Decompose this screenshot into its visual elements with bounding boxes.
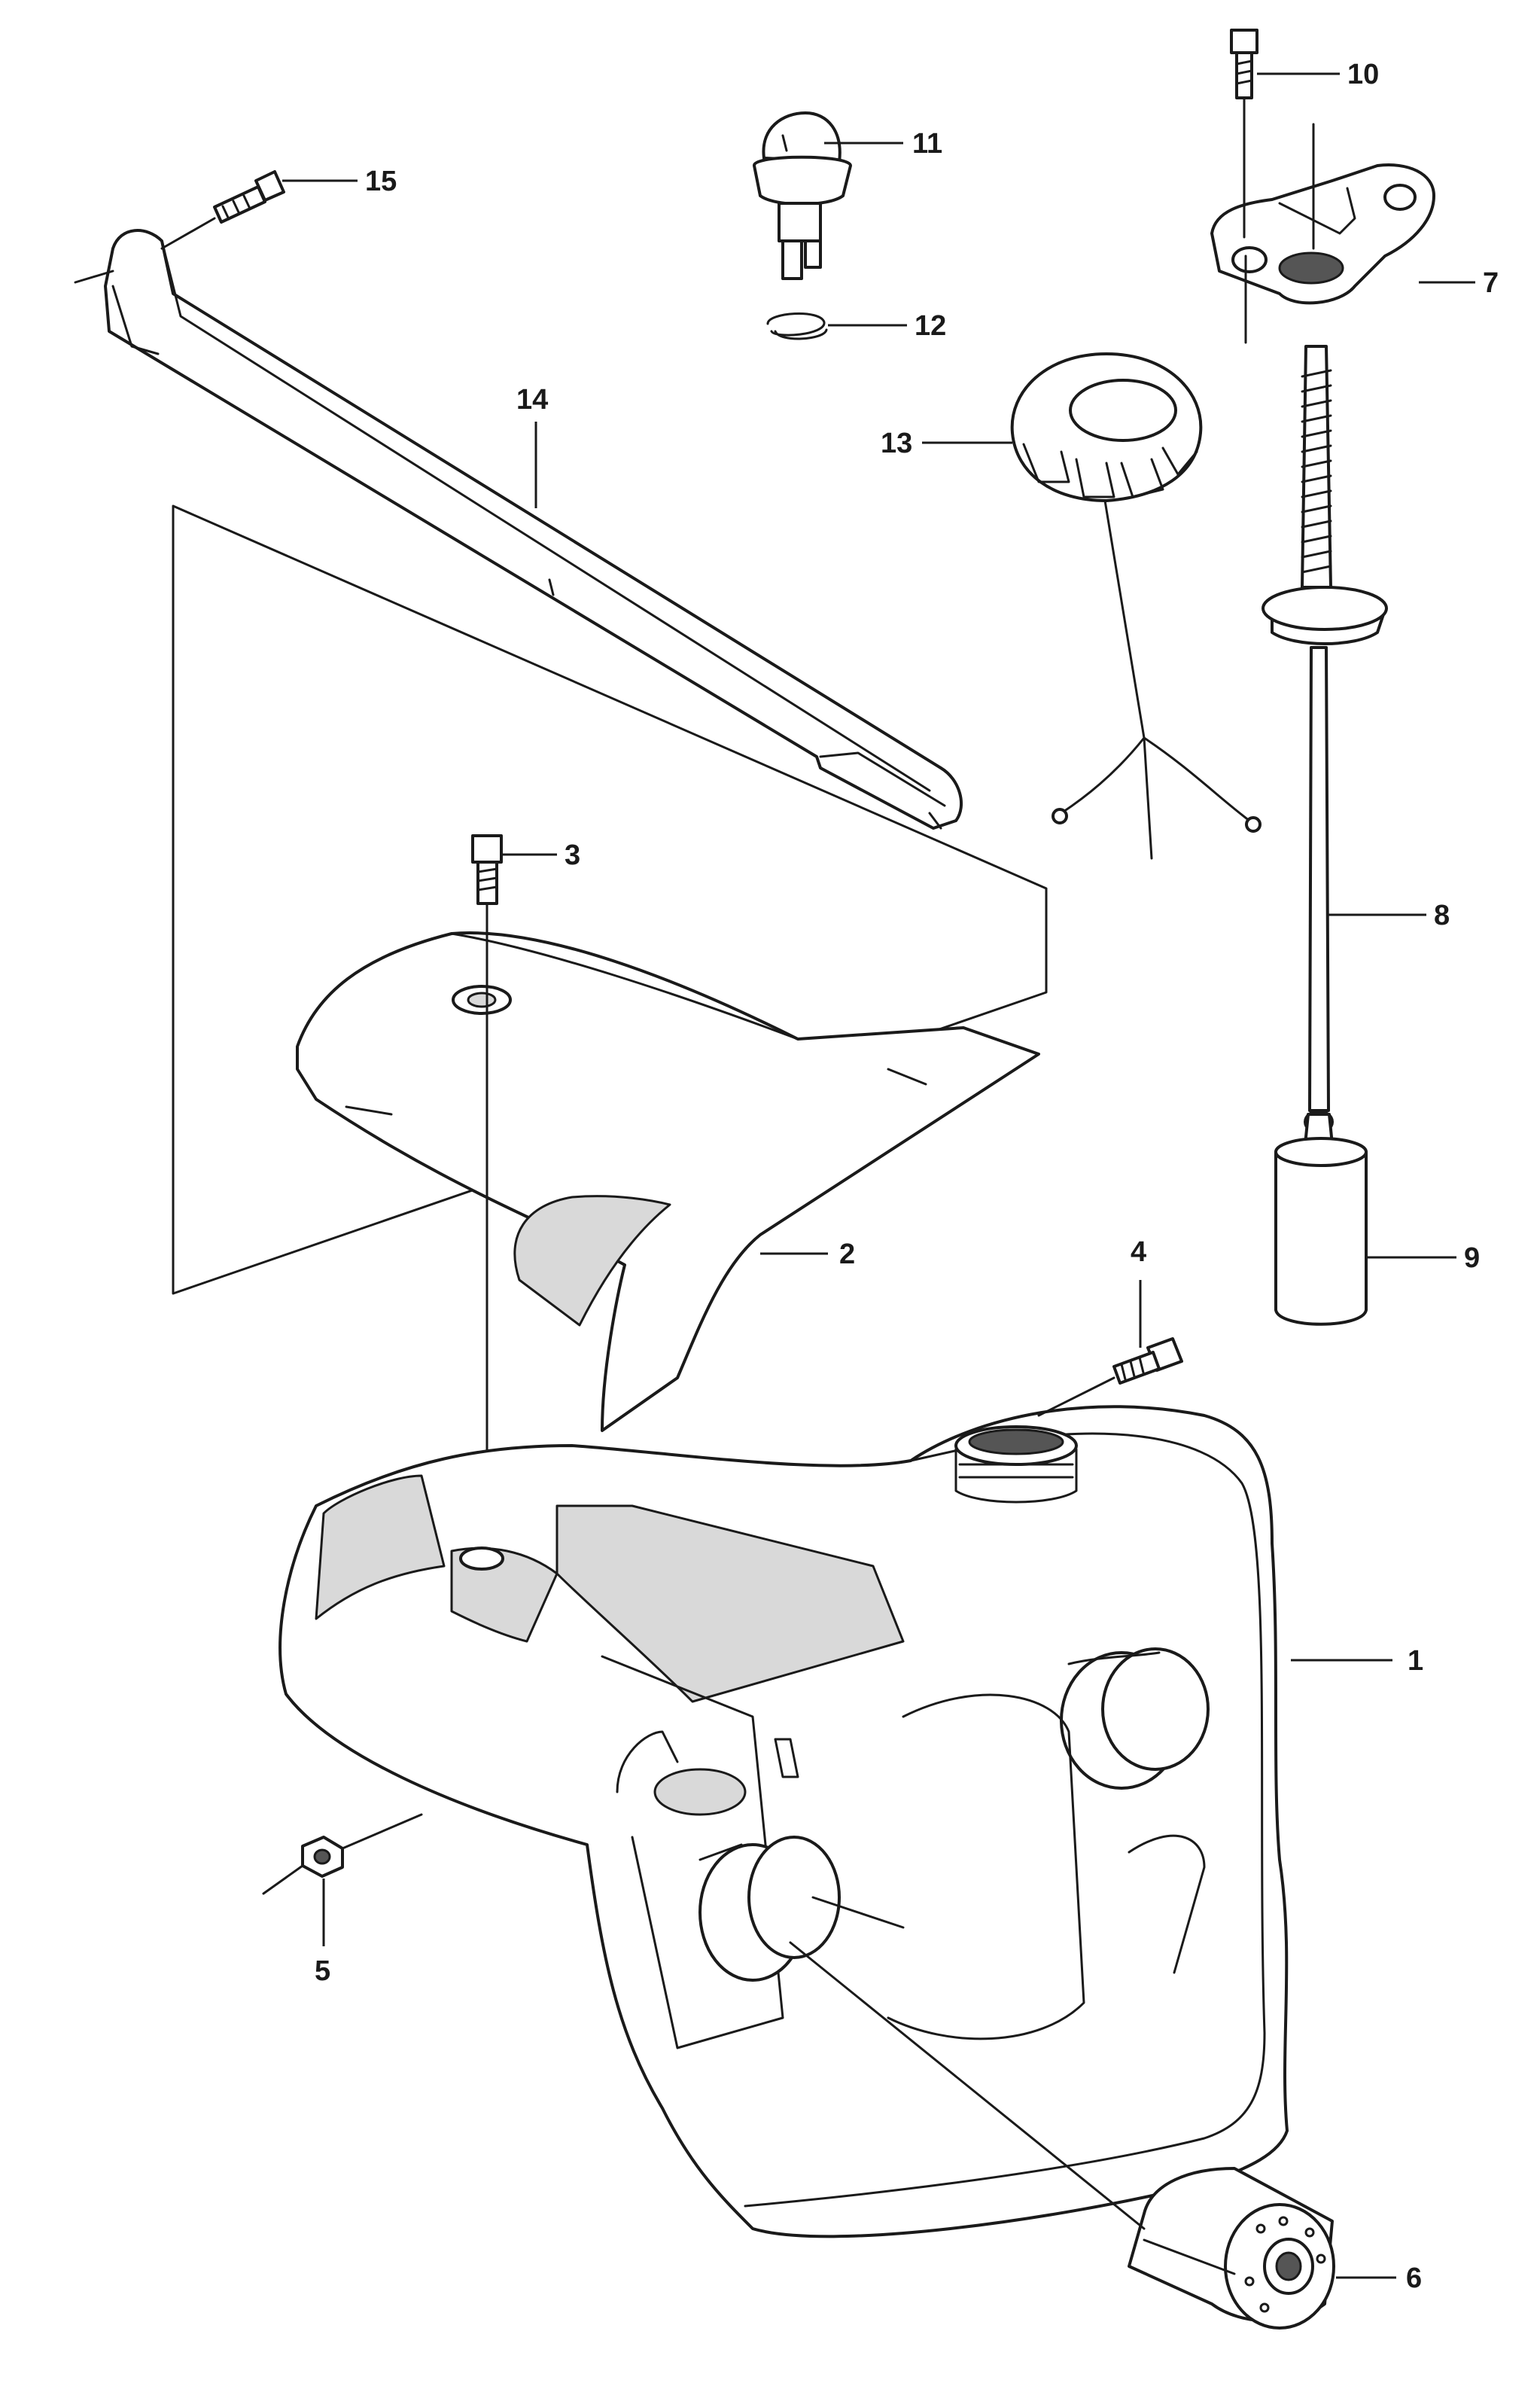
callout-8: 8 [1434,900,1450,931]
callout-10: 10 [1347,59,1379,90]
leader-lines [282,72,1475,2279]
callout-9: 9 [1464,1242,1480,1274]
callout-6: 6 [1406,2263,1422,2294]
callout-11: 11 [912,128,942,160]
callout-4: 4 [1131,1236,1146,1268]
part-11-primer-bulb [753,111,852,280]
callout-7: 7 [1483,267,1499,299]
part-14-top-rail [74,229,963,830]
callout-5: 5 [315,1955,330,1987]
callout-3: 3 [565,840,580,871]
callout-14: 14 [516,384,548,416]
part-8-rod [1262,345,1388,1134]
part-6-filter [789,1941,1335,2330]
callout-labels: 1 2 3 4 5 6 7 8 9 10 11 12 13 14 15 [315,59,1499,2294]
part-15-screw [160,170,285,250]
part-10-screw [1230,29,1258,239]
callout-15: 15 [365,166,397,197]
callout-12: 12 [915,310,946,342]
callout-2: 2 [839,1239,855,1270]
part-1-housing [278,1405,1289,2238]
part-13-fuel-cap [1010,352,1262,860]
part-5-nut [262,1813,423,1895]
part-4-screw [1037,1337,1183,1417]
part-12-clip [766,312,828,340]
part-2-cover [296,931,1040,1432]
assembly-outline [172,504,1048,1295]
part-7-bracket [1210,123,1435,344]
callout-13: 13 [881,428,912,459]
part-3-screw [471,834,503,1568]
callout-1: 1 [1408,1645,1423,1677]
part-9-filter [1274,1113,1368,1326]
